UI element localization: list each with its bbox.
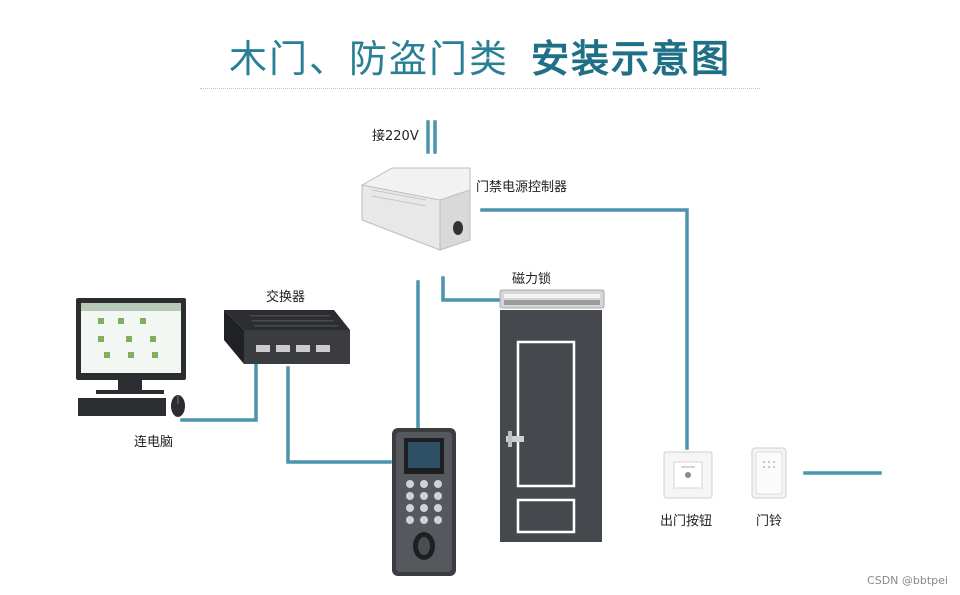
- exit-button-device: [663, 451, 713, 499]
- magnetic-lock-device: [499, 289, 605, 309]
- door-device: [500, 310, 602, 542]
- title-divider: [200, 88, 760, 89]
- wire-switch-reader: [286, 366, 392, 464]
- doorbell-label: 门铃: [756, 514, 783, 529]
- title-part-1: 木门、防盗门类: [228, 37, 509, 81]
- wire-controller-exit-button: [480, 208, 689, 450]
- exit-button-label: 出门按钮: [660, 514, 713, 529]
- access-reader-device: [392, 428, 456, 576]
- power-label: 接220V: [372, 129, 419, 144]
- watermark: CSDN @bbtpei: [867, 574, 948, 587]
- diagram-title: 木门、防盗门类安装示意图: [0, 28, 960, 83]
- computer-device: [76, 298, 186, 417]
- title-part-2: 安装示意图: [531, 37, 732, 81]
- wire-switch-computer: [180, 360, 258, 422]
- controller-label: 门禁电源控制器: [476, 180, 568, 195]
- power-controller-device: [361, 167, 471, 251]
- maglock-label: 磁力锁: [512, 272, 552, 287]
- wire-controller-maglock: [441, 276, 502, 302]
- switch-label: 交换器: [266, 290, 306, 305]
- doorbell-device: [751, 447, 787, 499]
- computer-label: 连电脑: [134, 435, 174, 450]
- network-switch-device: [224, 310, 350, 364]
